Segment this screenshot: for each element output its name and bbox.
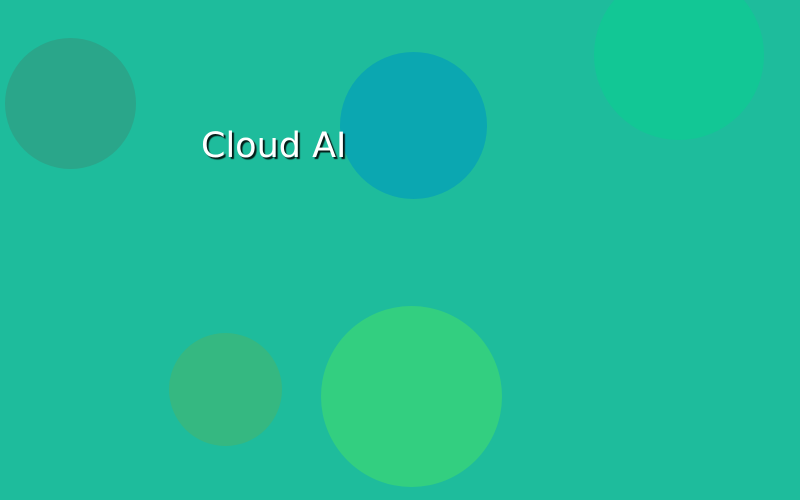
decorative-circle-gray-green [5,38,136,169]
decorative-circle-emerald [594,0,764,140]
decorative-circle-teal-blue [340,52,487,199]
page-title: Cloud AI [201,126,347,166]
decorative-circle-bright-green [321,306,502,487]
decorative-circle-muted-green [169,333,282,446]
